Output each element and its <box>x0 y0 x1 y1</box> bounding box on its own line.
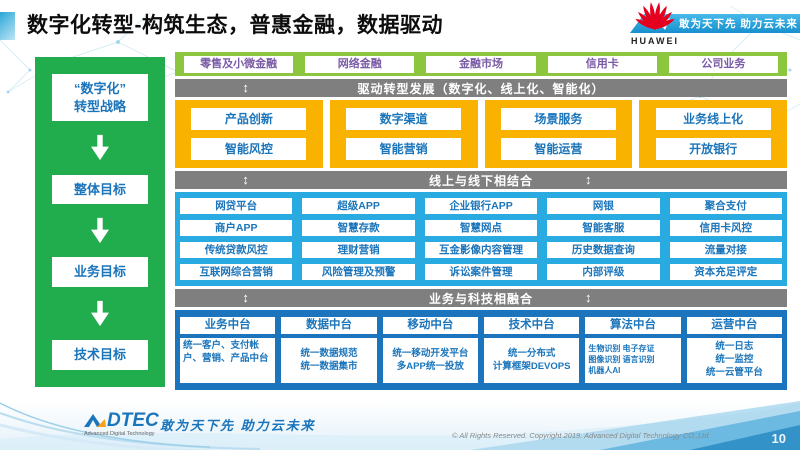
platform-grid: 业务中台 数据中台 移动中台 技术中台 算法中台 运营中台 统一客户、支付帐户、… <box>175 310 787 390</box>
stage-box-business-goal: 业务目标 <box>52 257 148 287</box>
platform-header: 算法中台 <box>585 317 681 334</box>
banner-online-offline: ↕ 线上与线下相结合 ↕ <box>175 171 787 189</box>
capability-box: 资本充足评定 <box>669 264 782 280</box>
page-number: 10 <box>771 431 786 446</box>
banner-drive-transformation: ↕ 驱动转型发展（数字化、线上化、智能化） ↕ <box>175 79 787 97</box>
updown-arrow-icon: ↕ <box>585 172 593 187</box>
platform-header: 业务中台 <box>180 317 276 334</box>
transform-box: 数字渠道 <box>346 108 462 130</box>
down-arrow-icon <box>91 218 109 244</box>
updown-arrow-icon: ↕ <box>585 290 593 305</box>
business-line-box: 网络金融 <box>305 55 415 73</box>
transform-box: 智能风控 <box>191 138 307 160</box>
business-line-box: 零售及小微金融 <box>184 55 294 73</box>
platform-header: 数据中台 <box>281 317 377 334</box>
main-diagram: 零售及小微金融 网络金融 金融市场 信用卡 公司业务 ↕ 驱动转型发展（数字化、… <box>175 52 787 390</box>
updown-arrow-icon: ↕ <box>242 172 250 187</box>
capability-box: 超级APP <box>302 198 415 214</box>
capability-box: 流量对接 <box>669 242 782 258</box>
platform-header: 运营中台 <box>686 317 782 334</box>
capability-grid: 网贷平台 超级APP 企业银行APP 网银 聚合支付 商户APP 智慧存款 智慧… <box>175 192 787 286</box>
capability-box: 信用卡风控 <box>669 220 782 236</box>
platform-header: 移动中台 <box>382 317 478 334</box>
capability-box: 商户APP <box>180 220 293 236</box>
transform-box: 业务线上化 <box>655 108 771 130</box>
adtec-logo-subtext: Advanced Digital Technology <box>84 431 155 437</box>
transform-box: 智能运营 <box>500 138 616 160</box>
capability-box: 互联网综合营销 <box>180 264 293 280</box>
business-line-box: 公司业务 <box>668 55 779 73</box>
huawei-brand-text: HUAWEI <box>631 36 679 46</box>
platform-header: 技术中台 <box>484 317 580 334</box>
adtec-logo: DTEC Advanced Digital Technology <box>84 411 164 437</box>
platform-detail: 统一数据规范 统一数据集市 <box>281 338 377 383</box>
down-arrow-icon <box>91 135 109 161</box>
capability-box: 互金影像内容管理 <box>424 242 538 258</box>
capability-box: 历史数据查询 <box>547 242 660 258</box>
capability-box: 智能客服 <box>547 220 660 236</box>
updown-arrow-icon: ↕ <box>585 80 593 95</box>
capability-box: 网贷平台 <box>180 198 293 214</box>
transform-box: 智能营销 <box>346 138 462 160</box>
capability-box: 网银 <box>547 198 660 214</box>
banner-tech-fusion: ↕ 业务与科技相融合 ↕ <box>175 289 787 307</box>
platform-detail: 统一分布式 计算框架DEVOPS <box>484 338 580 383</box>
updown-arrow-icon: ↕ <box>242 290 250 305</box>
updown-arrow-icon: ↕ <box>242 80 250 95</box>
stage-box-overall-goal: 整体目标 <box>52 174 148 205</box>
banner-tech-fusion-text: 业务与科技相融合 <box>428 291 533 306</box>
stage-box-tech-goal: 技术目标 <box>52 340 148 370</box>
huawei-logo: HUAWEI <box>618 2 692 46</box>
banner-online-offline-text: 线上与线下相结合 <box>428 173 533 188</box>
business-lines-row: 零售及小微金融 网络金融 金融市场 信用卡 公司业务 <box>175 52 787 76</box>
capability-box: 企业银行APP <box>424 198 538 214</box>
capability-box: 理财营销 <box>302 242 415 258</box>
transform-box: 开放银行 <box>655 138 771 160</box>
capability-box: 传统贷款风控 <box>180 242 293 258</box>
copyright-text: © All Rights Reserved. Copyright 2019. A… <box>452 431 709 440</box>
transform-box: 场景服务 <box>500 108 616 130</box>
footer-slogan: 敢为天下先 助力云未来 <box>160 418 316 433</box>
capability-box: 聚合支付 <box>669 198 782 214</box>
capability-box: 智慧存款 <box>302 220 415 236</box>
platform-detail: 统一日志 统一监控 统一云管平台 <box>686 338 782 383</box>
slide-title: 数字化转型-构筑生态，普惠金融，数据驱动 <box>27 14 443 37</box>
platform-detail: 生物识别 电子存证 图像识别 语言识别 机器人AI <box>585 338 681 383</box>
transform-column: 数字渠道 智能营销 <box>329 100 478 168</box>
platform-detail: 统一客户、支付帐户、营销、产品中台 <box>180 338 276 383</box>
title-accent-bar <box>0 12 15 40</box>
platform-detail: 统一移动开发平台 多APP统一投放 <box>382 338 478 383</box>
transform-column: 场景服务 智能运营 <box>484 100 633 168</box>
banner-drive-text: 驱动转型发展（数字化、线上化、智能化） <box>357 81 605 96</box>
down-arrow-icon <box>91 301 109 327</box>
transform-grid: 产品创新 智能风控 数字渠道 智能营销 场景服务 智能运营 业务线上化 开放银行 <box>175 100 787 168</box>
business-line-box: 金融市场 <box>426 55 536 73</box>
capability-box: 风险管理及预警 <box>302 264 415 280</box>
capability-box: 内部评级 <box>547 264 660 280</box>
transform-column: 产品创新 智能风控 <box>175 100 323 168</box>
adtec-arrow-icon <box>84 413 106 427</box>
adtec-logo-text: DTEC <box>107 410 159 431</box>
stage-box-strategy: “数字化” 转型战略 <box>52 74 148 122</box>
capability-box: 智慧网点 <box>424 220 538 236</box>
strategy-sidebar: “数字化” 转型战略 整体目标 业务目标 技术目标 <box>35 57 165 387</box>
transform-column: 业务线上化 开放银行 <box>639 100 787 168</box>
huawei-flower-icon <box>635 2 675 30</box>
business-line-box: 信用卡 <box>547 55 657 73</box>
capability-box: 诉讼案件管理 <box>424 264 538 280</box>
ribbon-slogan-text: 敢为天下先 助力云未来 <box>679 18 798 30</box>
transform-box: 产品创新 <box>191 108 307 130</box>
